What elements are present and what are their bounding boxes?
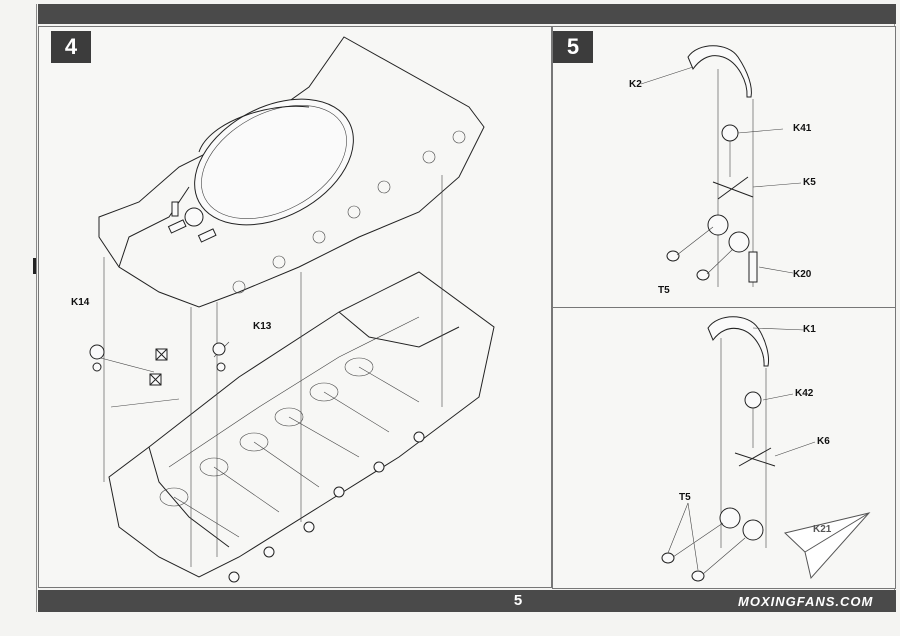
step-4-diagram (89, 36, 495, 583)
part-label-k42: K42 (795, 388, 814, 399)
binding-mark (33, 258, 36, 274)
part-label-k13: K13 (253, 321, 272, 332)
part-label-k21: K21 (813, 524, 832, 535)
footer-bar: 5 (38, 590, 896, 612)
step-4-panel: 4 (38, 26, 552, 588)
part-label-k20: K20 (793, 269, 812, 280)
binding-edge-line (36, 4, 37, 612)
part-label-k14: K14 (71, 297, 90, 308)
part-label-k2: K2 (629, 79, 642, 90)
step-5-upper-panel: 5 K2 K41 K5 K20 T5 (552, 26, 896, 308)
part-label-k5: K5 (803, 177, 816, 188)
step-5-upper-diagram (640, 45, 802, 287)
page-number: 5 (513, 592, 523, 609)
top-header-bar (38, 4, 896, 24)
step-4-number: 4 (51, 31, 91, 63)
part-label-t5-upper: T5 (658, 285, 670, 296)
part-label-t5-lower: T5 (679, 492, 691, 503)
watermark-text: MOXINGFANS.COM (738, 594, 874, 609)
step-5-number: 5 (553, 31, 593, 63)
part-label-k6: K6 (817, 436, 830, 447)
part-label-k1: K1 (803, 324, 816, 335)
step-5-lower-diagram (661, 316, 871, 582)
part-label-k41: K41 (793, 123, 812, 134)
step-5-lower-panel: K1 K42 K6 T5 K21 (552, 307, 896, 589)
